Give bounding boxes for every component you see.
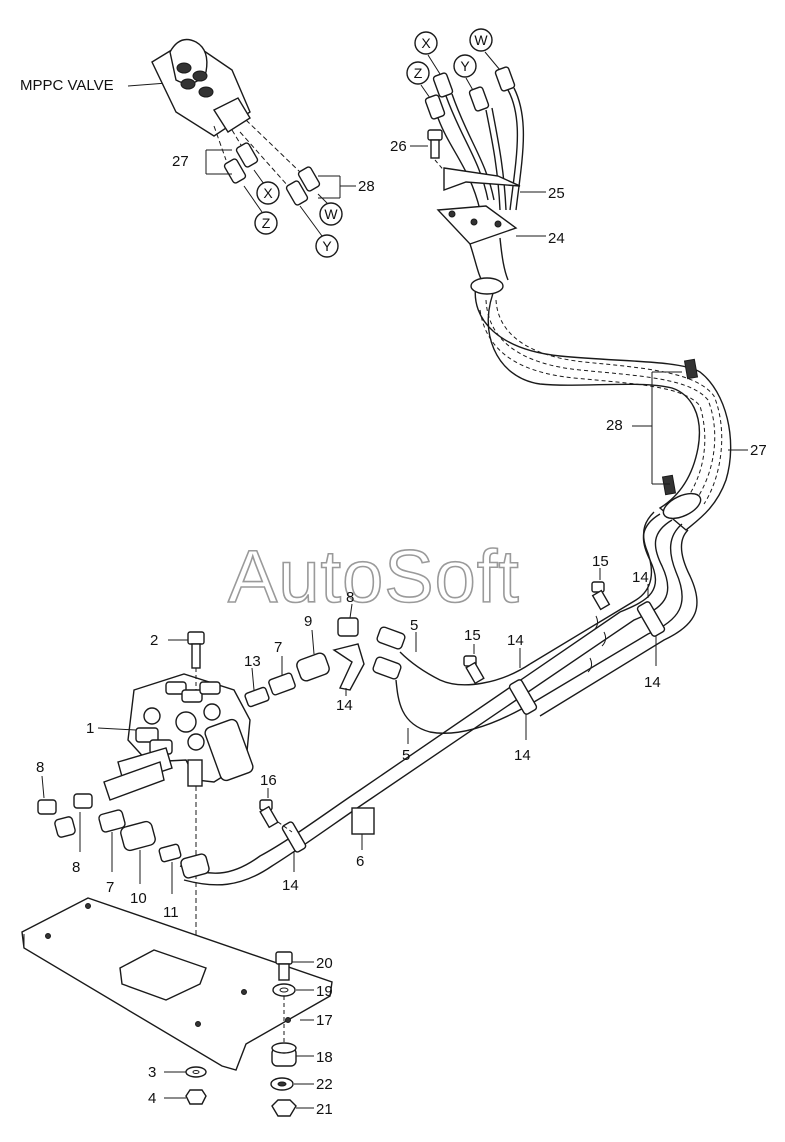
port-z-right: Z <box>406 61 430 85</box>
port-w-left: W <box>317 193 343 226</box>
callout-26-right: 28 <box>358 178 375 195</box>
svg-text:X: X <box>263 185 273 201</box>
hose-bundle-27: 28 27 <box>470 277 767 531</box>
upper-hose-group: X Z Y W 26 25 24 <box>390 28 565 285</box>
callout-15-a: 15 <box>592 553 609 570</box>
svg-text:Z: Z <box>262 215 271 231</box>
control-valve-assembly: 1 2 13 7 9 8 14 8 <box>36 589 375 1030</box>
callout-19: 19 <box>316 983 333 1000</box>
svg-text:W: W <box>324 206 338 222</box>
callout-14-c: 14 <box>632 569 649 586</box>
callout-13: 14 <box>336 697 353 714</box>
callout-20: 20 <box>316 955 333 972</box>
port-w-right: W <box>469 28 493 52</box>
mppc-valve-label: MPPC VALVE <box>20 77 114 94</box>
callout-3: 3 <box>148 1064 156 1081</box>
watermark-text: AutoSoft <box>228 535 520 618</box>
callout-11: 13 <box>244 653 261 670</box>
callout-2: 2 <box>150 632 158 649</box>
callout-7-bottom: 7 <box>106 879 114 896</box>
callout-23: 24 <box>548 230 565 247</box>
hose-5-fittings: 5 5 <box>372 617 418 764</box>
mppc-valve-assembly: MPPC VALVE 27 28 X <box>20 38 375 258</box>
callout-14-a: 14 <box>507 632 524 649</box>
callout-25: 26 <box>390 138 407 155</box>
svg-text:Y: Y <box>322 238 332 254</box>
callout-12: 11 <box>163 904 179 921</box>
svg-text:X: X <box>421 35 431 51</box>
callout-17: 17 <box>316 1012 333 1029</box>
callout-21: 21 <box>316 1101 333 1118</box>
callout-28: 28 <box>606 417 623 434</box>
callout-8-top: 8 <box>346 589 354 606</box>
callout-14-e: 14 <box>282 877 299 894</box>
port-z-left: Z <box>243 185 278 235</box>
callout-27: 27 <box>750 442 767 459</box>
svg-text:Z: Z <box>414 65 423 81</box>
svg-text:Y: Y <box>460 58 470 74</box>
clamps: 14 14 14 14 14 15 15 16 <box>259 553 666 894</box>
mounting-plate: 17 20 19 18 22 21 3 4 <box>21 897 333 1118</box>
callout-4: 4 <box>148 1090 156 1107</box>
callout-22: 22 <box>316 1076 333 1093</box>
svg-text:W: W <box>474 32 488 48</box>
callout-5-top: 5 <box>410 617 418 634</box>
callout-1: 1 <box>86 720 94 737</box>
callout-15-b: 15 <box>464 627 481 644</box>
callout-26-left: 27 <box>172 153 189 170</box>
callout-7-top: 7 <box>274 639 282 656</box>
callout-14-b: 14 <box>514 747 531 764</box>
port-x-right: X <box>414 31 438 55</box>
callout-14-d: 14 <box>644 674 661 691</box>
callout-9: 9 <box>304 613 312 630</box>
callout-8-left: 8 <box>36 759 44 776</box>
port-y-left: Y <box>299 205 339 258</box>
hose-lines <box>179 511 698 886</box>
port-y-right: Y <box>453 54 477 78</box>
callout-8-bottom: 8 <box>72 859 80 876</box>
callout-6: 6 <box>356 853 364 870</box>
callout-10: 10 <box>130 890 147 907</box>
callout-16: 16 <box>260 772 277 789</box>
callout-18: 18 <box>316 1049 333 1066</box>
callout-24: 25 <box>548 185 565 202</box>
callout-5-bottom: 5 <box>402 747 410 764</box>
port-x-left: X <box>253 169 280 205</box>
